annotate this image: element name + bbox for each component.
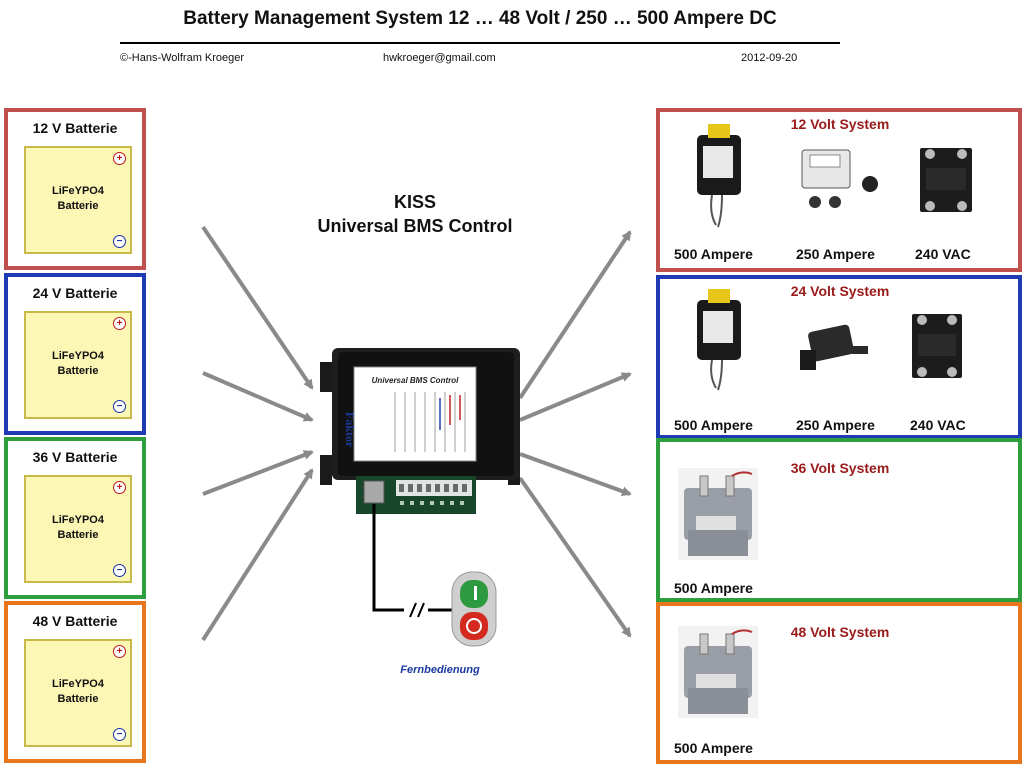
page-title: Battery Management System 12 … 48 Volt /… <box>183 8 777 29</box>
ssr-240vac-image <box>912 314 962 378</box>
controller-screen-title: Universal BMS Control <box>372 376 459 385</box>
battery-title: 24 V Batterie <box>32 285 118 301</box>
remote-button-image <box>451 571 497 647</box>
switch-500a-image <box>697 289 741 391</box>
device-label: 500 Ampere <box>674 246 753 262</box>
arrow-in-24v <box>202 371 314 422</box>
plus-terminal-icon: + <box>113 645 126 658</box>
switch-500a-image <box>697 124 741 228</box>
battery-sub: Batterie <box>57 529 99 541</box>
device-label: 240 VAC <box>915 246 971 262</box>
system-panel-24v: 24 Volt System 500 Ampere 250 Ampere 240… <box>656 275 1022 439</box>
system-title: 12 Volt System <box>790 116 890 132</box>
arrow-out-36v <box>519 452 632 496</box>
ssr-240vac-image <box>920 148 972 212</box>
contactor-500a-image <box>678 468 758 560</box>
battery-type: LiFeYPO4 <box>52 350 104 362</box>
device-label: 500 Ampere <box>674 740 753 756</box>
header-divider <box>120 42 840 44</box>
arrow-out-48v <box>518 476 632 638</box>
device-label: 500 Ampere <box>674 580 753 596</box>
relay-250a-image <box>801 149 878 208</box>
remote-label: Fernbedienung <box>400 664 480 676</box>
plus-terminal-icon: + <box>113 481 126 494</box>
minus-terminal-icon: − <box>113 564 126 577</box>
system-panel-36v: 36 Volt System 500 Ampere <box>656 438 1022 602</box>
bms-title: Universal BMS Control <box>317 216 513 236</box>
minus-terminal-icon: − <box>113 235 126 248</box>
battery-sub: Batterie <box>57 200 99 212</box>
minus-terminal-icon: − <box>113 728 126 741</box>
system-title: 48 Volt System <box>790 624 890 640</box>
battery-title: 36 V Batterie <box>32 449 118 465</box>
bms-controller-image: Universal BMS Control Faktor <box>320 348 520 514</box>
device-label: 250 Ampere <box>796 417 875 433</box>
plus-terminal-icon: + <box>113 317 126 330</box>
battery-type: LiFeYPO4 <box>52 514 104 526</box>
system-title: 24 Volt System <box>790 283 890 299</box>
arrow-in-12v <box>201 225 314 390</box>
system-panel-12v: 12 Volt System 500 Ampere 250 Ampere 240… <box>656 108 1022 272</box>
system-panel-48v: 48 Volt System 500 Ampere <box>656 602 1022 764</box>
device-label: 500 Ampere <box>674 417 753 433</box>
battery-title: 12 V Batterie <box>32 120 118 136</box>
arrow-out-24v <box>519 372 632 422</box>
email-label[interactable]: hwkroeger@gmail.com <box>383 52 496 64</box>
center-heading: KISS Universal BMS Control <box>290 190 540 238</box>
battery-type: LiFeYPO4 <box>52 678 104 690</box>
plus-terminal-icon: + <box>113 152 126 165</box>
date-label: 2012-09-20 <box>741 52 798 64</box>
minus-terminal-icon: − <box>113 400 126 413</box>
battery-sub: Batterie <box>57 693 99 705</box>
battery-type: LiFeYPO4 <box>52 185 104 197</box>
contactor-500a-image <box>678 626 758 718</box>
battery-title: 48 V Batterie <box>32 613 118 629</box>
author-label: ©-Hans-Wolfram Kroeger <box>120 52 245 64</box>
arrow-out-12v <box>518 230 632 400</box>
device-label: 240 VAC <box>910 417 966 433</box>
arrow-in-36v <box>202 450 314 496</box>
controller-brand-logo: Faktor <box>343 412 357 448</box>
system-title: 36 Volt System <box>790 460 890 476</box>
device-label: 250 Ampere <box>796 246 875 262</box>
arrow-in-48v <box>201 468 314 642</box>
battery-sub: Batterie <box>57 365 99 377</box>
kiss-label: KISS <box>393 192 436 212</box>
relay-250a-image <box>800 324 868 370</box>
